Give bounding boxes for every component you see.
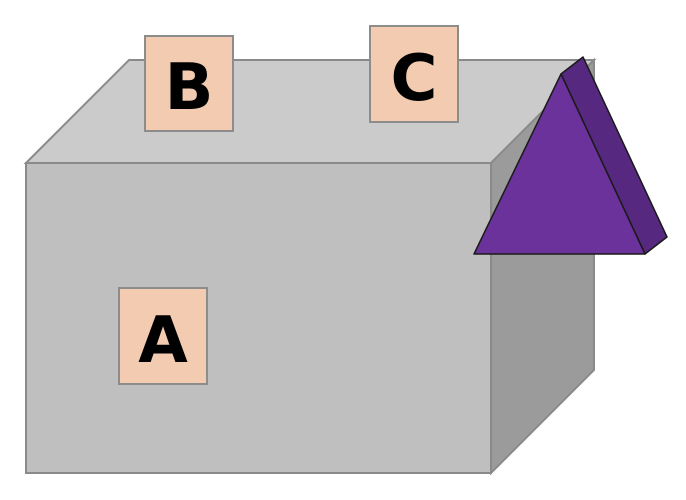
label-a: A [118,287,208,385]
gray-box [23,57,597,476]
prism-front-face [473,73,646,255]
label-b: B [144,35,234,132]
label-c: C [369,25,459,123]
label-a-text: A [138,304,188,378]
label-c-box [369,25,459,123]
label-a-box [118,287,208,385]
box-front-face [25,162,492,474]
label-c-text: C [391,42,438,116]
label-b-box [144,35,234,132]
label-b-text: B [165,51,214,125]
purple-triangular-prism [473,56,668,255]
